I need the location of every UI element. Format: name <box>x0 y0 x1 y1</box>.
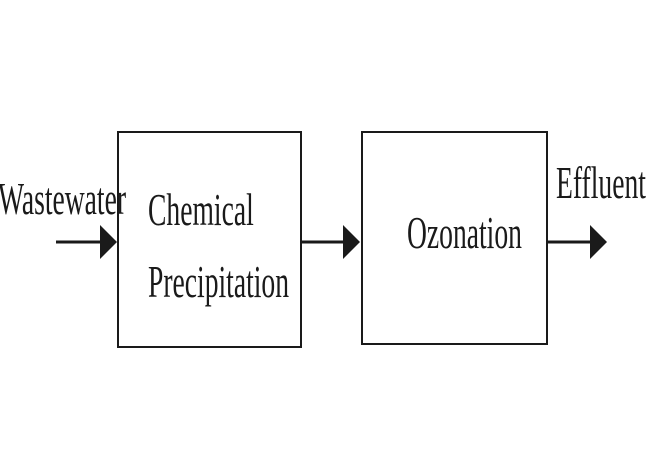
chemical-precipitation-box <box>117 131 302 348</box>
ozonation-box <box>361 131 548 345</box>
process-1-label-line1: Chemical <box>148 185 254 236</box>
process-2-label: Ozonation <box>407 208 522 259</box>
output-arrow-head <box>590 225 607 259</box>
input-arrow-head <box>100 225 117 259</box>
process-1-label-line2: Precipitation <box>148 257 289 308</box>
connector-arrow-head <box>343 225 360 259</box>
output-label: Effluent <box>556 158 646 209</box>
input-label: Wastewater <box>0 174 126 225</box>
